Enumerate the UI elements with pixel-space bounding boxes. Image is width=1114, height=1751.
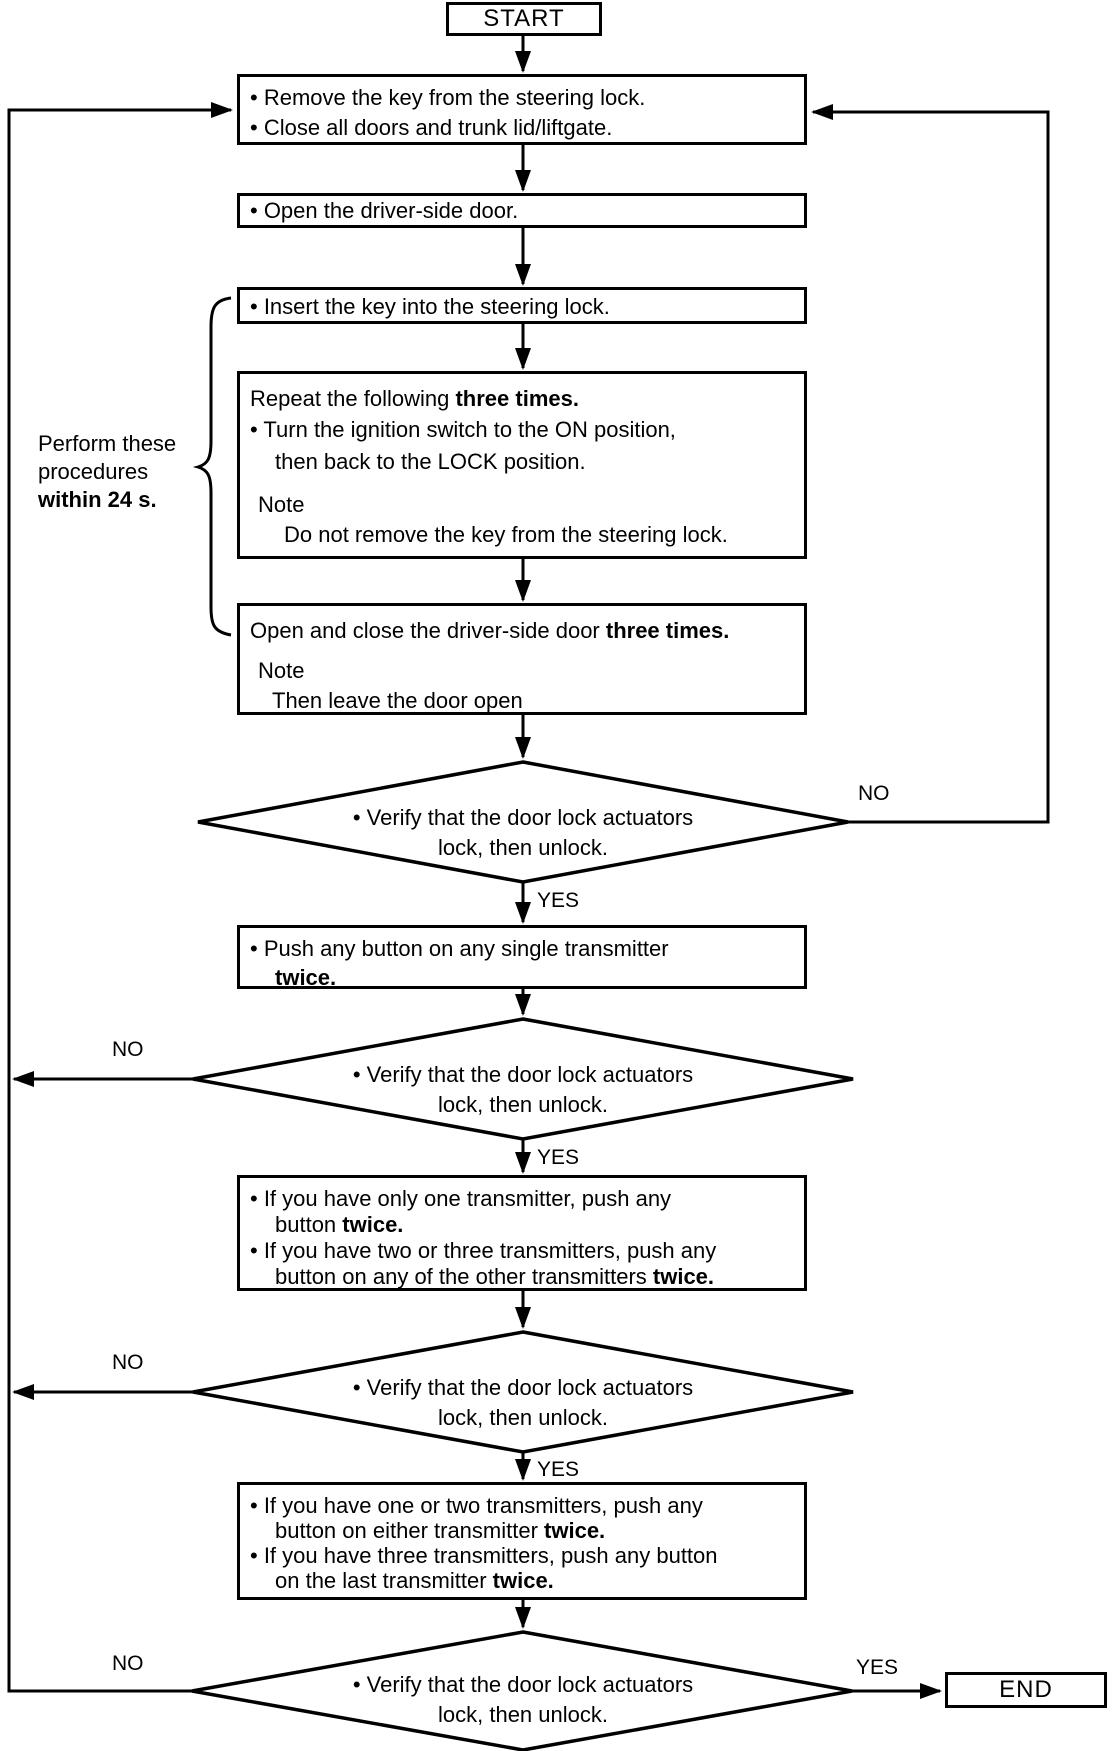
- decision-1-shape: [197, 760, 849, 884]
- decision-3-shape: [192, 1330, 854, 1454]
- decision-line: • Verify that the door lock actuators: [352, 805, 694, 830]
- process-remove-key-close-doors: • Remove the key from the steering lock.…: [237, 74, 807, 145]
- text-segment-bold: twice.: [275, 965, 337, 990]
- process-open-close-door-three-times: Open and close the driver-side door thre…: [237, 603, 807, 715]
- text-segment: Open and close the driver-side door: [250, 618, 606, 643]
- process-insert-key: • Insert the key into the steering lock.: [237, 287, 807, 324]
- box-line: on the last transmitter twice.: [250, 1568, 794, 1593]
- label-no-4: NO: [112, 1652, 144, 1675]
- box-line: • Turn the ignition switch to the ON pos…: [250, 417, 676, 442]
- decision-verify-actuators-1: • Verify that the door lock actuators lo…: [263, 803, 783, 863]
- text-segment: button: [275, 1212, 343, 1237]
- text-segment: on the last transmitter: [275, 1568, 493, 1593]
- box-line: • If you have one or two transmitters, p…: [250, 1493, 703, 1518]
- text-segment: button on any of the other transmitters: [275, 1264, 653, 1289]
- text-segment-bold: twice.: [652, 1264, 715, 1289]
- box-line: then back to the LOCK position.: [275, 449, 586, 474]
- decision-verify-actuators-2: • Verify that the door lock actuators lo…: [263, 1060, 783, 1120]
- decision-line: lock, then unlock.: [438, 1092, 608, 1117]
- label-yes-3: YES: [537, 1458, 580, 1481]
- label-yes-1: YES: [537, 889, 580, 912]
- box-line: • If you have three transmitters, push a…: [250, 1543, 718, 1568]
- box-line: • Open the driver-side door.: [250, 198, 519, 223]
- note-body: Then leave the door open: [272, 688, 523, 713]
- process-cycle-ignition-three-times: Repeat the following three times. • Turn…: [237, 371, 807, 559]
- box-line: button on either transmitter twice.: [250, 1518, 794, 1543]
- decision-line: • Verify that the door lock actuators: [352, 1672, 694, 1697]
- process-push-button-other-transmitters: • If you have only one transmitter, push…: [237, 1175, 807, 1291]
- note-label: Note: [258, 492, 305, 517]
- terminator-start: START: [446, 2, 602, 36]
- box-line: Open and close the driver-side door thre…: [250, 616, 794, 646]
- box-line: Repeat the following three times.: [250, 384, 794, 414]
- left-curly-brace: [192, 296, 232, 637]
- box-line: • If you have only one transmitter, push…: [250, 1186, 672, 1211]
- decision-verify-actuators-4: • Verify that the door lock actuators lo…: [263, 1670, 783, 1730]
- decision-line: lock, then unlock.: [438, 1702, 608, 1727]
- side-note-line: Perform these: [38, 431, 177, 456]
- label-yes-4: YES: [856, 1656, 899, 1679]
- box-line: button twice.: [250, 1212, 794, 1238]
- terminator-end: END: [945, 1672, 1107, 1708]
- text-segment: button on either transmitter: [275, 1518, 545, 1543]
- connector-decision4-no-loop: [7, 102, 233, 1693]
- process-push-button-last-transmitter: • If you have one or two transmitters, p…: [237, 1482, 807, 1600]
- process-push-any-button-single-transmitter: • Push any button on any single transmit…: [237, 925, 807, 992]
- label-no-1: NO: [858, 782, 890, 805]
- side-note-line: procedures: [38, 459, 149, 484]
- box-line: • Push any button on any single transmit…: [250, 936, 669, 961]
- side-note-within-24s: Perform these procedures within 24 s.: [38, 430, 218, 514]
- process-open-driver-door: • Open the driver-side door.: [237, 193, 807, 228]
- decision-line: • Verify that the door lock actuators: [352, 1375, 694, 1400]
- box-line: twice.: [250, 963, 794, 992]
- decision-line: lock, then unlock.: [438, 835, 608, 860]
- connector-decision1-no-loop: [811, 104, 1050, 824]
- label-yes-2: YES: [537, 1146, 580, 1169]
- decision-line: lock, then unlock.: [438, 1405, 608, 1430]
- decision-2-shape: [192, 1017, 854, 1141]
- box-line: • Remove the key from the steering lock.: [250, 85, 646, 110]
- box-line: • If you have two or three transmitters,…: [250, 1238, 717, 1263]
- text-segment-bold: within 24 s.: [38, 487, 157, 512]
- side-note-line: within 24 s.: [38, 486, 218, 514]
- note-label: Note: [258, 658, 305, 683]
- text-segment: Repeat the following: [250, 386, 456, 411]
- box-line: button on any of the other transmitters …: [250, 1264, 794, 1290]
- text-segment-bold: three times.: [455, 386, 579, 411]
- label-no-2: NO: [112, 1038, 144, 1061]
- text-segment-bold: twice.: [544, 1518, 606, 1543]
- note-body: Do not remove the key from the steering …: [284, 522, 728, 547]
- box-line: • Insert the key into the steering lock.: [250, 294, 610, 319]
- decision-verify-actuators-3: • Verify that the door lock actuators lo…: [263, 1373, 783, 1433]
- box-line: • Close all doors and trunk lid/liftgate…: [250, 115, 613, 140]
- text-segment-bold: twice.: [342, 1212, 404, 1237]
- decision-line: • Verify that the door lock actuators: [352, 1062, 694, 1087]
- decision-4-shape: [191, 1630, 853, 1751]
- text-segment-bold: twice.: [492, 1568, 554, 1593]
- label-no-3: NO: [112, 1351, 144, 1374]
- text-segment-bold: three times.: [605, 618, 730, 643]
